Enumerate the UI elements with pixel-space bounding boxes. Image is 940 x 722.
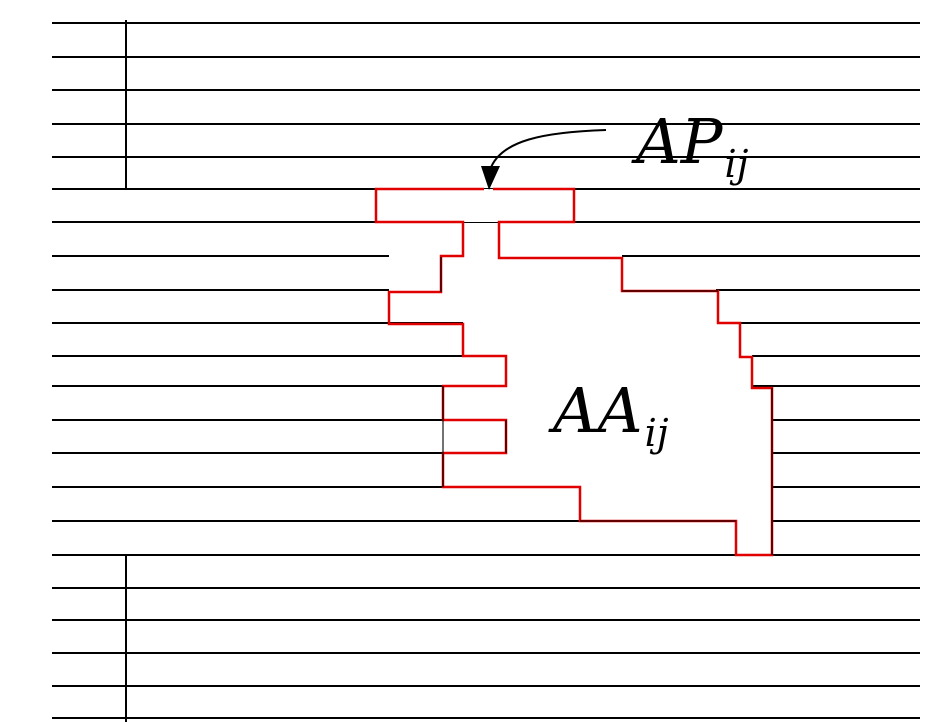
arrow-head-icon	[481, 166, 500, 190]
arrow-line	[489, 129, 607, 171]
access-area-label-sub: ij	[645, 411, 669, 455]
access-point-label: APij	[631, 105, 749, 186]
outline-shadow	[440, 257, 773, 555]
access-point-label-sub: ij	[725, 142, 749, 186]
access-point-label-main: AP	[631, 105, 724, 178]
access-area-label-main: AA	[548, 374, 643, 447]
region-fill	[376, 189, 772, 555]
access-area-label: AAij	[548, 374, 669, 455]
